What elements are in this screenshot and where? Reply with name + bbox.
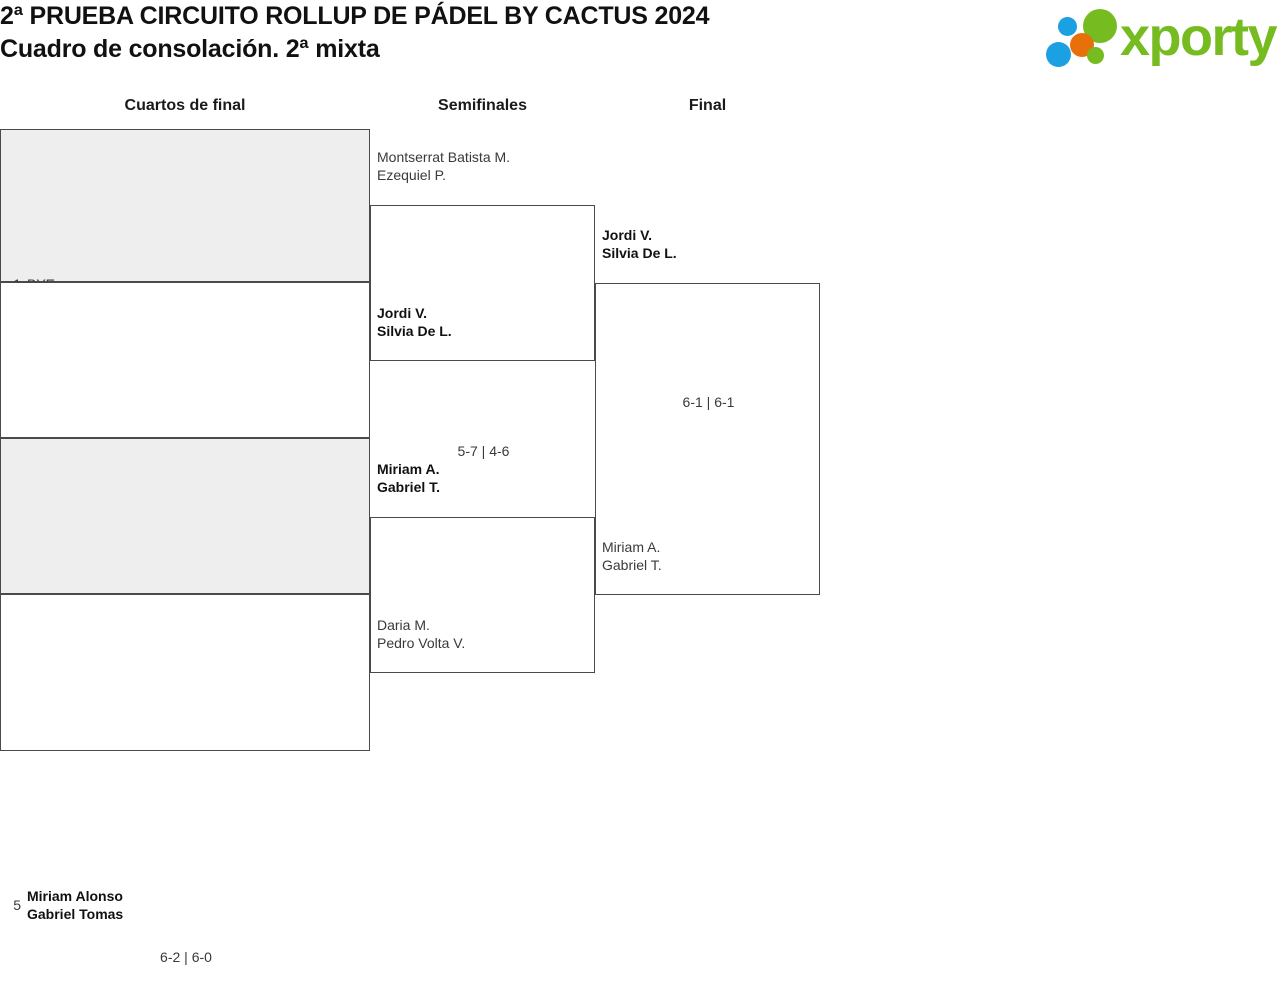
team-player-1: Jordi V. xyxy=(602,227,653,243)
seed-number: 5 xyxy=(13,897,21,913)
tournament-subtitle: Cuadro de consolación. 2ª mixta xyxy=(0,35,380,63)
logo-wordmark: xporty xyxy=(1120,7,1278,67)
round-header-final: Final xyxy=(688,97,727,114)
sf1-team-top: Montserrat Batista M. Ezequiel P. xyxy=(377,148,510,184)
sf1-team-bottom: Jordi V. Silvia De L. xyxy=(377,304,452,340)
sf2-team-top: Miriam A. Gabriel T. xyxy=(377,460,440,496)
match-score: 6-1 | 6-1 xyxy=(682,394,735,410)
team-player-2: Gabriel Tomas xyxy=(27,906,124,922)
team-player-1: Daria M. xyxy=(377,617,430,633)
final-team-top: Jordi V. Silvia De L. xyxy=(602,226,677,262)
logo-dot-blue-large-icon xyxy=(1046,42,1071,67)
match-score: 6-2 | 6-0 xyxy=(160,949,212,965)
match-qf4[interactable]: 7 Daria Morozova Pedro Volta Vazquez De … xyxy=(0,594,370,751)
match-sf1[interactable]: 5-7 | 4-6 xyxy=(370,205,595,459)
team-player-1: Miriam A. xyxy=(377,461,440,477)
match-sf2[interactable]: ^ : RET xyxy=(370,517,595,673)
match-qf3[interactable]: 5 Miriam Alonso Gabriel Tomas 6-2 | 6-0 … xyxy=(0,438,370,965)
team-player-1: Miriam Alonso xyxy=(27,888,123,904)
team-player-1: Jordi V. xyxy=(377,305,428,321)
team-player-2: Gabriel T. xyxy=(602,557,662,573)
team-player-2: Gabriel T. xyxy=(377,479,441,495)
match-score: 5-7 | 4-6 xyxy=(457,443,510,459)
team-top: Miriam Alonso Gabriel Tomas xyxy=(27,887,123,923)
final-team-bottom: Miriam A. Gabriel T. xyxy=(602,538,662,574)
round-header-quarterfinals: Cuartos de final xyxy=(124,97,246,114)
match-qf2[interactable]: 3 Esther Carmona Frias Oscar Palomino Ca… xyxy=(0,282,370,713)
match-final[interactable]: 6-1 | 6-1 xyxy=(595,283,820,595)
xporty-logo[interactable]: xporty xyxy=(1046,6,1278,68)
team-player-1: Miriam A. xyxy=(602,539,661,555)
team-player-2: Ezequiel P. xyxy=(377,167,447,183)
page-title: 2ª PRUEBA CIRCUITO ROLLUP DE PÁDEL BY CA… xyxy=(0,0,1020,66)
team-player-2: Silvia De L. xyxy=(602,245,677,261)
logo-dot-blue-small-icon xyxy=(1058,17,1077,36)
team-player-2: Pedro Volta V. xyxy=(377,635,466,651)
match-qf1[interactable]: 1 BYE 2 Montserrat Batista Munoz Ezequie… xyxy=(0,129,370,404)
sf2-team-bottom: Daria M. Pedro Volta V. xyxy=(377,616,465,652)
logo-dot-green-small-icon xyxy=(1087,47,1104,64)
round-header-semifinals: Semifinales xyxy=(438,97,527,114)
logo-dots-icon xyxy=(1046,9,1124,67)
team-player-1: Montserrat Batista M. xyxy=(377,149,511,165)
team-player-2: Silvia De L. xyxy=(377,323,452,339)
tournament-title: 2ª PRUEBA CIRCUITO ROLLUP DE PÁDEL BY CA… xyxy=(0,2,710,30)
